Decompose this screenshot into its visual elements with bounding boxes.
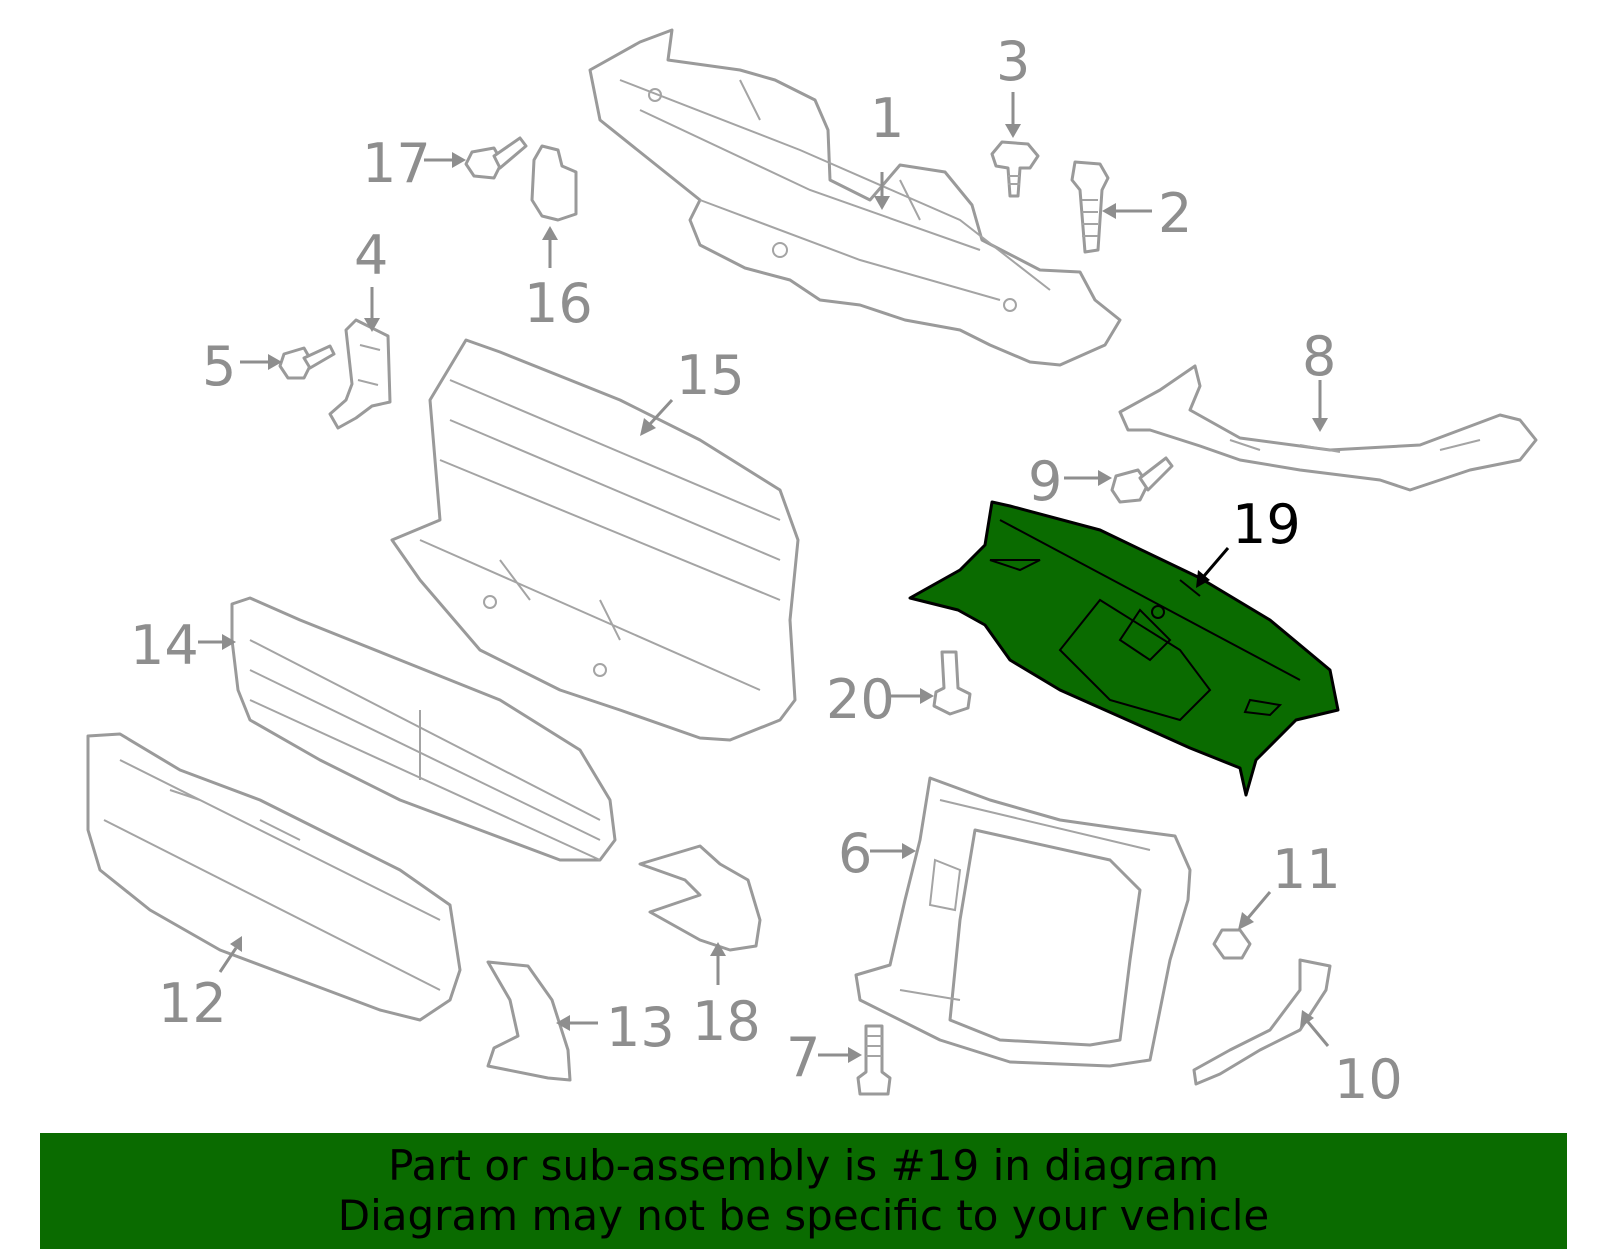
callout-7: 7 (786, 1026, 820, 1089)
banner-line-2: Diagram may not be specific to your vehi… (337, 1191, 1270, 1240)
callout-18: 18 (692, 990, 761, 1053)
part-7-bolt[interactable] (856, 1024, 892, 1096)
part-17-bolt[interactable] (464, 136, 528, 180)
part-15-air-deflector[interactable] (390, 338, 800, 742)
callout-12: 12 (158, 972, 227, 1035)
part-4-bracket[interactable] (328, 318, 392, 430)
part-5-bolt[interactable] (278, 344, 336, 380)
callout-20: 20 (826, 668, 895, 731)
part-13-small-deflector[interactable] (486, 960, 572, 1082)
part-2-bolt[interactable] (1070, 160, 1110, 254)
part-1-upper-crossmember[interactable] (588, 28, 1122, 367)
callout-9: 9 (1028, 450, 1062, 513)
callout-3: 3 (996, 30, 1030, 93)
part-18-side-deflector[interactable] (638, 844, 762, 952)
banner-line-1: Part or sub-assembly is #19 in diagram (388, 1141, 1219, 1190)
callout-15: 15 (676, 344, 745, 407)
part-16-clip[interactable] (530, 144, 578, 222)
part-8-bracket-arm[interactable] (1118, 364, 1538, 492)
part-12-lower-deflector[interactable] (86, 732, 462, 1022)
part-6-side-support[interactable] (854, 776, 1192, 1068)
callout-16: 16 (524, 272, 593, 335)
part-10-bracket[interactable] (1192, 958, 1332, 1086)
callout-2: 2 (1158, 182, 1192, 245)
part-14-grille-shutter[interactable] (230, 596, 617, 862)
info-banner: Part or sub-assembly is #19 in diagram D… (40, 1133, 1567, 1249)
part-9-bolt[interactable] (1110, 456, 1174, 504)
callout-14: 14 (130, 614, 199, 677)
callout-labels: 1 2 3 4 5 6 7 8 9 10 11 12 13 14 15 16 1… (130, 30, 1403, 1111)
callout-6: 6 (838, 822, 872, 885)
callout-5: 5 (202, 335, 236, 398)
leader-lines (198, 92, 1330, 1063)
callout-19: 19 (1232, 493, 1301, 556)
part-3-bolt[interactable] (990, 140, 1040, 198)
callout-11: 11 (1272, 838, 1341, 901)
callout-8: 8 (1302, 325, 1336, 388)
callout-17: 17 (362, 132, 431, 195)
callout-10: 10 (1334, 1048, 1403, 1111)
part-20-push-pin[interactable] (932, 650, 972, 716)
part-11-nut[interactable] (1212, 928, 1252, 960)
part-19-highlighted-panel[interactable] (908, 500, 1340, 797)
callout-4: 4 (354, 224, 388, 287)
callout-1: 1 (870, 87, 904, 150)
callout-13: 13 (606, 996, 675, 1059)
